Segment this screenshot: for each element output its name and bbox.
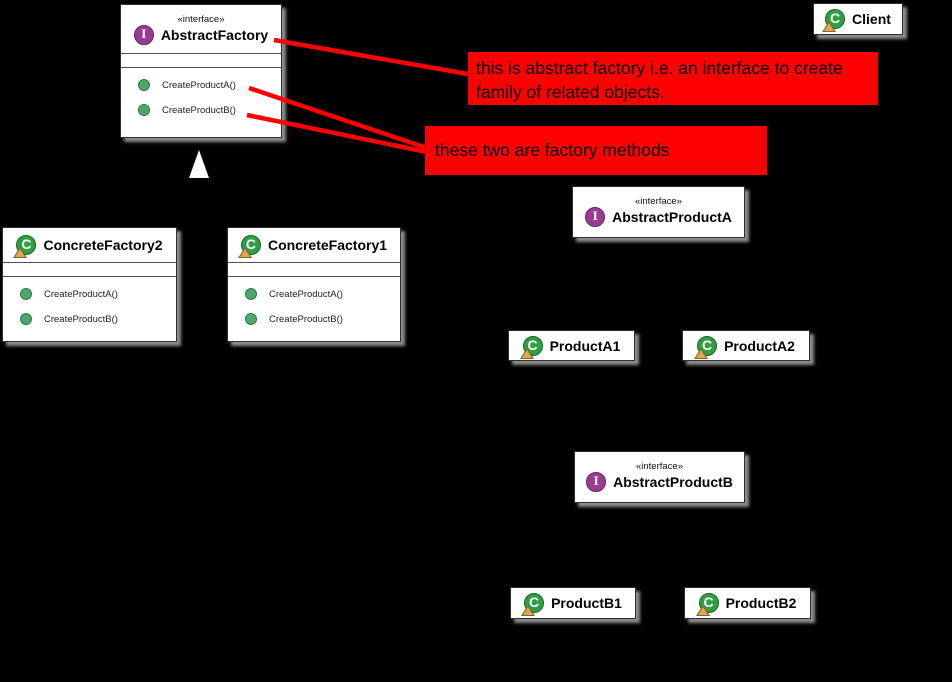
class-name: ConcreteFactory2: [43, 237, 163, 253]
method-label: CreateProductA(): [162, 79, 236, 91]
class-icon: C: [237, 235, 261, 258]
method-visibility-icon: [20, 313, 32, 325]
interface-icon: I: [586, 472, 607, 492]
class-box-product-b1: C ProductB1: [510, 587, 636, 619]
stereotype-label: «interface»: [635, 461, 683, 472]
note-factory-methods: these two are factory methods: [425, 126, 767, 175]
class-box-product-b2: C ProductB2: [684, 587, 811, 619]
class-box-concrete-factory2: C ConcreteFactory2 CreateProductA() Crea…: [2, 227, 177, 342]
class-box-product-a2: C ProductA2: [682, 330, 810, 361]
method-row: CreateProductA(): [245, 288, 400, 300]
method-row: CreateProductB(): [245, 313, 400, 325]
annotation-line-abstract-factory: [273, 37, 469, 77]
class-name: ProductA2: [724, 337, 795, 354]
stereotype-label: «interface»: [634, 196, 682, 207]
compartment-divider: [121, 67, 281, 68]
interface-icon: I: [133, 24, 154, 45]
method-visibility-icon: [138, 79, 150, 91]
compartment-divider: [121, 53, 281, 54]
inheritance-arrow: [189, 150, 209, 178]
method-visibility-icon: [245, 313, 257, 325]
class-box-abstract-product-a: «interface» I AbstractProductA: [572, 186, 745, 238]
fields-compartment-empty: [121, 54, 281, 67]
class-name: ProductB2: [725, 595, 797, 611]
class-icon: C: [822, 9, 846, 32]
stereotype-label: «interface»: [177, 13, 225, 25]
class-header: «interface» I AbstractFactory: [121, 5, 281, 53]
compartment-divider: [228, 276, 400, 277]
method-visibility-icon: [138, 104, 150, 116]
class-box-abstract-factory: «interface» I AbstractFactory CreateProd…: [120, 4, 282, 138]
compartment-divider: [3, 262, 176, 263]
class-icon: C: [13, 235, 37, 258]
interface-icon: I: [585, 207, 606, 227]
class-icon: C: [694, 335, 718, 359]
method-visibility-icon: [245, 288, 257, 300]
class-name: ConcreteFactory1: [267, 237, 388, 253]
methods-compartment: CreateProductA() CreateProductB(): [3, 277, 176, 325]
methods-compartment: CreateProductA() CreateProductB(): [121, 68, 281, 116]
class-icon: C: [519, 335, 543, 359]
method-row: CreateProductA(): [20, 288, 176, 300]
method-label: CreateProductB(): [162, 104, 236, 116]
compartment-divider: [228, 262, 400, 263]
method-row: CreateProductA(): [138, 79, 281, 91]
class-box-product-a1: C ProductA1: [508, 330, 635, 361]
class-icon: C: [695, 593, 719, 616]
method-label: CreateProductA(): [269, 288, 343, 300]
note-abstract-factory: this is abstract factory i.e. an interfa…: [468, 52, 878, 105]
fields-compartment-empty: [228, 263, 400, 276]
class-name: ProductA1: [549, 337, 621, 354]
class-box-abstract-product-b: «interface» I AbstractProductB: [574, 451, 745, 503]
class-name: AbstractFactory: [160, 26, 269, 43]
method-label: CreateProductB(): [269, 313, 343, 325]
class-name: ProductB1: [551, 595, 622, 611]
class-name: Client: [852, 11, 891, 27]
class-icon: C: [521, 593, 545, 616]
method-row: CreateProductB(): [138, 104, 281, 116]
method-visibility-icon: [20, 288, 32, 300]
methods-compartment: CreateProductA() CreateProductB(): [228, 277, 400, 325]
method-row: CreateProductB(): [20, 313, 176, 325]
class-name: AbstractProductA: [612, 209, 732, 225]
fields-compartment-empty: [3, 263, 176, 276]
class-box-client: C Client: [813, 3, 903, 35]
compartment-divider: [3, 276, 176, 277]
method-label: CreateProductA(): [44, 288, 118, 300]
method-label: CreateProductB(): [44, 313, 118, 325]
class-box-concrete-factory1: C ConcreteFactory1 CreateProductA() Crea…: [227, 227, 401, 342]
class-name: AbstractProductB: [613, 474, 733, 490]
